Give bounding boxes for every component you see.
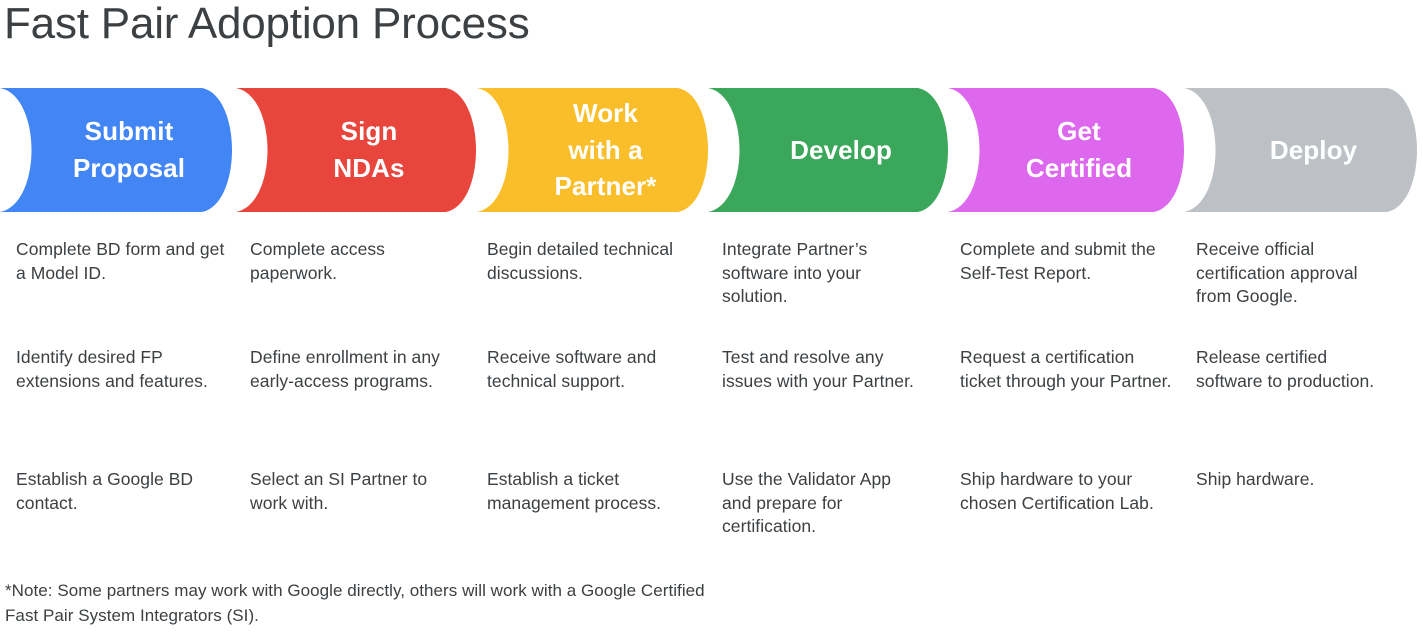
stage-bullet: Receive software and technical support. xyxy=(487,347,657,391)
stage-column-submit-proposal: Complete BD form and get a Model ID. Iden… xyxy=(16,238,231,568)
stage-bullet: Complete access paperwork. xyxy=(250,239,385,283)
stage-column-work-with-a-partner: Begin detailed technical discussions. Rec… xyxy=(487,238,705,568)
stage-bullet: Ship hardware to your chosen Certificati… xyxy=(960,469,1154,513)
stage-banner-label-work-with-a-partner: Work with a Partner* xyxy=(554,97,657,202)
stage-bullet: Begin detailed technical discussions. xyxy=(487,239,674,283)
stage-banner-label-deploy: Deploy xyxy=(1269,134,1358,165)
stage-column-get-certified: Complete and submit the Self-Test Report… xyxy=(960,238,1175,568)
stage-banner-label-submit-proposal: Submit Proposal xyxy=(72,116,186,183)
stage-bullet: Release certified software to production… xyxy=(1196,347,1375,391)
stage-banner-shape-sign-ndas xyxy=(236,88,476,212)
stage-bullet: Receive official certification approval … xyxy=(1196,239,1358,306)
stage-column-deploy: Receive official certification approval … xyxy=(1196,238,1396,568)
stage-banner-work-with-a-partner[interactable]: Work with a Partner* xyxy=(477,88,708,212)
stage-bullet: Use the Validator App and prepare for ce… xyxy=(722,469,892,536)
stage-banner-develop[interactable]: Develop xyxy=(708,88,948,212)
stage-banner-deploy[interactable]: Deploy xyxy=(1184,88,1417,212)
stage-banner-label-develop: Develop xyxy=(790,134,892,165)
stage-bullet: Complete and submit the Self-Test Report… xyxy=(960,239,1156,283)
stage-banner-shape-deploy xyxy=(1184,88,1417,212)
stage-bullet: Request a certification ticket through y… xyxy=(960,347,1172,391)
stage-column-develop: Integrate Partner’s software into your s… xyxy=(722,238,922,568)
stage-bullet: Establish a ticket management process. xyxy=(487,469,662,513)
stage-banner-submit-proposal[interactable]: Submit Proposal xyxy=(0,88,232,212)
stage-bullet: Test and resolve any issues with your Pa… xyxy=(722,347,914,391)
stage-banner-label-sign-ndas: Sign NDAs xyxy=(333,116,405,183)
stage-bullet: Ship hardware. xyxy=(1196,469,1315,489)
stage-banner-shape-work-with-a-partner xyxy=(477,88,708,212)
stage-banner-shape-submit-proposal xyxy=(0,88,232,212)
process-banner-row: Submit Proposal Sign NDAs Work with a Part… xyxy=(0,88,1423,212)
page-title: Fast Pair Adoption Process xyxy=(4,0,530,48)
stage-bullet: Identify desired FP extensions and featu… xyxy=(16,347,208,391)
stage-banner-sign-ndas[interactable]: Sign NDAs xyxy=(236,88,476,212)
stage-banner-label-get-certified: Get Certified xyxy=(1025,116,1133,183)
stage-banner-get-certified[interactable]: Get Certified xyxy=(948,88,1184,212)
stage-banner-shape-develop xyxy=(708,88,948,212)
stage-detail-columns: Complete BD form and get a Model ID. Iden… xyxy=(0,238,1423,568)
stage-bullet: Integrate Partner’s software into your s… xyxy=(722,239,868,306)
stage-banner-shape-get-certified xyxy=(948,88,1184,212)
stage-bullet: Define enrollment in any early-access pr… xyxy=(250,347,440,391)
stage-bullet: Complete BD form and get a Model ID. xyxy=(16,239,225,283)
stage-bullet: Establish a Google BD contact. xyxy=(16,469,194,513)
stage-bullet: Select an SI Partner to work with. xyxy=(250,469,428,513)
stage-column-sign-ndas: Complete access paperwork. Define enrollm… xyxy=(250,238,465,568)
footnote-note: *Note: Some partners may work with Googl… xyxy=(5,581,705,625)
